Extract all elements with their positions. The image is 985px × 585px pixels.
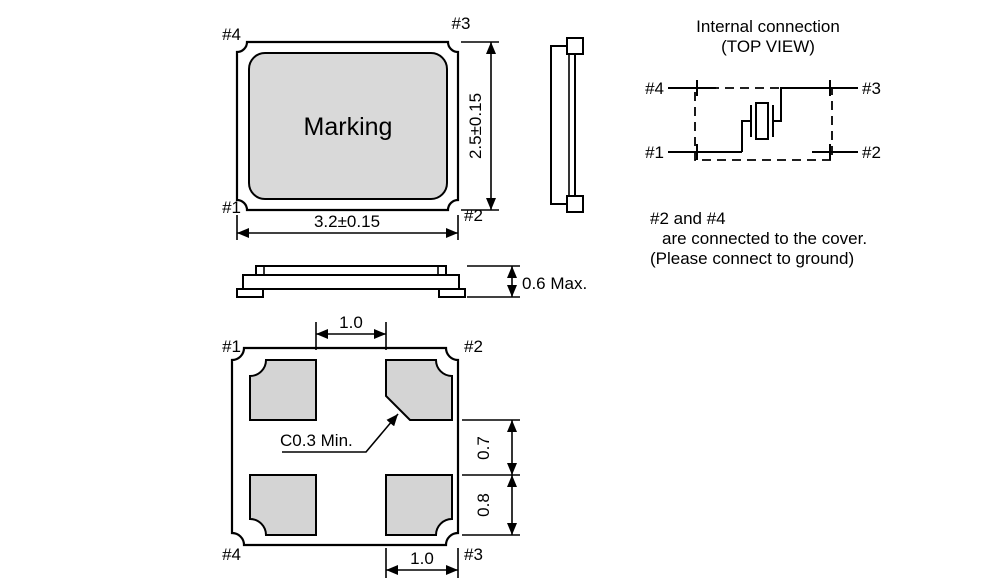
pin4-label: #4: [222, 545, 241, 564]
pin2-label: #2: [464, 206, 483, 225]
pin4-label: #4: [645, 79, 664, 98]
internal-connection-title: Internal connection: [696, 17, 840, 36]
marking-label: Marking: [304, 113, 393, 141]
pad-4: [249, 474, 317, 536]
thickness-dimension-text: 0.6 Max.: [522, 274, 587, 293]
package-bottom-view: #1 #2 #4 #3 1.0 1.0 0.7 0.8 C0.3 Min.: [222, 313, 520, 578]
side-body: [550, 45, 576, 205]
chamfer-note-text: C0.3 Min.: [280, 431, 353, 450]
package-side-view: [550, 37, 584, 213]
height-dimension-text: 2.5±0.15: [466, 93, 485, 159]
top-pad-dimension-text: 1.0: [339, 313, 363, 332]
pin4-label: #4: [222, 25, 241, 44]
profile-lid: [255, 265, 447, 276]
side-bottom-pad: [566, 195, 584, 213]
pin1-label: #1: [222, 198, 241, 217]
pad-3: [385, 474, 453, 536]
internal-connection-subtitle: (TOP VIEW): [721, 37, 815, 56]
pin3-label: #3: [452, 14, 471, 33]
package-dashed-outline: [694, 87, 833, 161]
pad-height-dimension-text: 0.8: [474, 493, 493, 517]
chamfer-leader-line: [282, 413, 399, 453]
pin1-label: #1: [222, 337, 241, 356]
pin3-label: #3: [862, 79, 881, 98]
pin1-label: #1: [645, 143, 664, 162]
crystal-element: [755, 102, 769, 140]
crystal-right-connection: [773, 88, 782, 122]
width-dimension-text: 3.2±0.15: [314, 212, 380, 231]
pad-2: [385, 359, 453, 421]
cover-note-line3: (Please connect to ground): [650, 249, 854, 268]
crystal-left-connection: [741, 120, 751, 152]
marking-area: [248, 52, 448, 200]
profile-left-foot: [236, 288, 264, 298]
package-profile-view: 0.6 Max.: [236, 265, 587, 298]
pad-1: [249, 359, 317, 421]
pin2-label: #2: [464, 337, 483, 356]
side-top-pad: [566, 37, 584, 55]
pin2-label: #2: [862, 143, 881, 162]
pin3-label: #3: [464, 545, 483, 564]
pad-gap-dimension-text: 0.7: [474, 436, 493, 460]
profile-right-foot: [438, 288, 466, 298]
package-top-view: Marking #4 #3 #1 #2 3.2±0.15 2.5±0.15: [222, 14, 499, 240]
cover-note-line1: #2 and #4: [650, 209, 726, 228]
profile-body: [242, 274, 460, 290]
cover-note-line2: are connected to the cover.: [662, 229, 867, 248]
internal-connection-diagram: Internal connection (TOP VIEW) #4 #3 #1 …: [645, 17, 881, 268]
bottom-pad-dimension-text: 1.0: [410, 549, 434, 568]
